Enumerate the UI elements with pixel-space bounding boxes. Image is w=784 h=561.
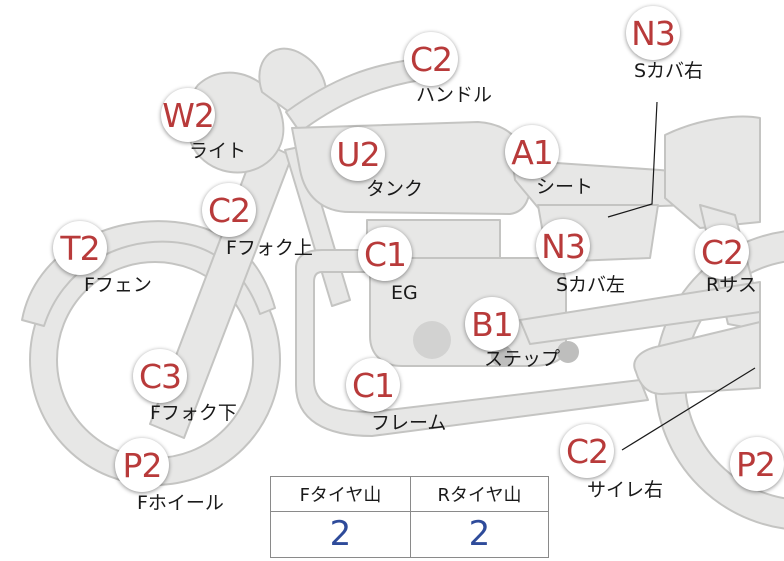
part-label-front-fender: Fフェン (84, 274, 152, 296)
part-label-headlight: ライト (189, 140, 247, 162)
part-code: C3 (138, 356, 182, 396)
part-badge-side-cover-left[interactable]: N3 (536, 219, 590, 273)
part-code: B1 (471, 304, 514, 344)
part-label-tank: タンク (366, 178, 424, 200)
front-fork-shape (149, 139, 293, 439)
part-label-silencer-right: サイレ右 (587, 479, 664, 501)
part-code: C2 (700, 232, 744, 272)
part-badge-front-fork-lower[interactable]: C3 (133, 349, 187, 403)
part-code: N3 (541, 226, 586, 266)
engine-case-left (413, 321, 451, 359)
part-badge-side-cover-right[interactable]: N3 (626, 6, 680, 60)
part-badge-front-fork-upper[interactable]: C2 (202, 183, 256, 237)
part-code: T2 (60, 228, 100, 268)
front-tread-value: 2 (329, 514, 352, 554)
part-badge-tank[interactable]: U2 (331, 127, 385, 181)
part-label-side-cover-right: Sカバ右 (634, 60, 704, 82)
muffler-shape (633, 321, 761, 395)
rear-tread-column: Rタイヤ山 2 (410, 477, 549, 557)
rear-tread-value: 2 (468, 514, 491, 554)
part-code: P2 (122, 445, 163, 485)
part-label-front-fork-lower: Fフォク下 (150, 402, 237, 424)
part-label-engine: EG (391, 282, 418, 304)
part-code: W2 (162, 95, 215, 135)
part-label-front-fork-upper: Fフォク上 (226, 237, 313, 259)
swingarm-shape (519, 281, 761, 345)
part-badge-rear-wheel[interactable]: P2 (730, 437, 784, 491)
leader-line-silencer-right (621, 367, 756, 451)
part-label-seat: シート (536, 176, 594, 198)
front-tread-column: Fタイヤ山 2 (271, 477, 411, 557)
part-badge-step[interactable]: B1 (465, 297, 519, 351)
part-label-side-cover-left: Sカバ左 (556, 274, 626, 296)
part-badge-front-fender[interactable]: T2 (53, 221, 107, 275)
part-badge-frame[interactable]: C1 (346, 358, 400, 412)
part-code: P2 (736, 444, 776, 484)
footpeg-right (557, 341, 579, 363)
tank-shape (291, 121, 532, 215)
part-badge-front-wheel[interactable]: P2 (115, 438, 169, 492)
rear-tread-header: Rタイヤ山 (410, 477, 549, 512)
part-label-frame: フレーム (371, 412, 447, 434)
front-tread-header: Fタイヤ山 (271, 477, 410, 512)
tire-tread-table: Fタイヤ山 2 Rタイヤ山 2 (270, 476, 549, 558)
part-label-handlebar: ハンドル (416, 84, 493, 106)
part-label-step: ステップ (484, 348, 561, 370)
part-badge-engine[interactable]: C1 (358, 227, 412, 281)
part-label-front-wheel: Fホイール (137, 492, 224, 514)
part-code: U2 (336, 134, 380, 174)
part-code: C1 (351, 365, 395, 405)
leader-line-s-cover-right (607, 101, 658, 218)
part-badge-seat[interactable]: A1 (505, 125, 559, 179)
motorcycle-illustration (21, 47, 784, 530)
part-code: N3 (631, 13, 676, 53)
part-code: C2 (565, 431, 609, 471)
bike-condition-diagram: C2 ハンドル N3 Sカバ右 W2 ライト U2 タンク A1 シート C2 … (21, 6, 784, 558)
part-badge-silencer-right[interactable]: C2 (560, 424, 614, 478)
part-badge-rear-suspension[interactable]: C2 (695, 225, 749, 279)
part-badge-handlebar[interactable]: C2 (404, 32, 458, 86)
part-code: C2 (207, 190, 251, 230)
part-code: A1 (511, 132, 554, 172)
part-code: C2 (409, 39, 453, 79)
part-label-rear-suspension: Rサス (706, 274, 757, 296)
frame-cradle-shape (295, 249, 649, 437)
rear-frame-shape (664, 115, 761, 229)
part-code: C1 (363, 234, 407, 274)
part-badge-headlight[interactable]: W2 (161, 88, 215, 142)
